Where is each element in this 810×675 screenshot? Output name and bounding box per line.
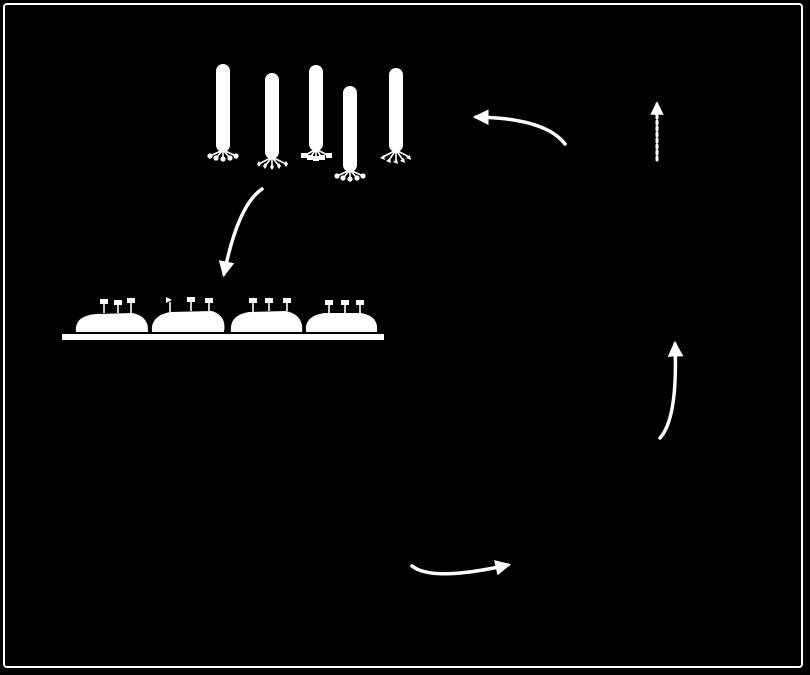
cell-2 [151,297,225,332]
cell-4 [305,300,378,332]
cell-3 [230,298,303,332]
substrate-line [62,334,384,340]
rod-4 [334,86,366,182]
curved-arrow-bottom [410,560,512,576]
cell-layer [62,297,384,340]
curved-arrow-rods-to-cells [218,187,264,278]
rod-2 [257,73,288,170]
rod-3 [301,65,332,161]
cell-1 [75,298,149,332]
curved-arrow-into-rods [472,109,567,146]
curved-arrow-right-side-up [658,340,684,440]
rod-1 [207,64,239,162]
arrow-set [218,101,684,576]
rod-cluster [207,64,411,182]
rod-5 [380,68,411,164]
